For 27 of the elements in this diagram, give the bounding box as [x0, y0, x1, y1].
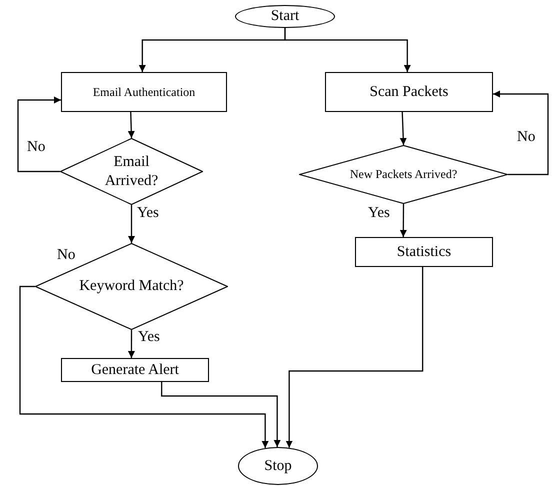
process-box: [61, 358, 209, 382]
process-label: Email Authentication: [92, 84, 196, 100]
arrow: [400, 112, 407, 146]
process-label: Statistics: [396, 242, 452, 262]
decision-diamond: [35, 243, 228, 330]
arrow: [128, 205, 135, 243]
process-label: Scan Packets: [370, 82, 448, 102]
arrow: [17, 96, 61, 172]
decision-label: Keyword Match?: [79, 277, 184, 296]
process-box: [61, 72, 227, 112]
arrow: [400, 204, 407, 237]
process-box: [325, 72, 493, 112]
terminal-label: Start: [270, 7, 300, 26]
decision-label: New Packets Arrived?: [350, 167, 458, 182]
process-box: [355, 237, 493, 267]
arrow: [493, 90, 549, 176]
arrow: [284, 28, 411, 72]
arrow: [128, 330, 135, 358]
arrow: [128, 112, 135, 138]
decision-label: Email Arrived?: [104, 152, 160, 190]
decision-diamond: [299, 145, 508, 204]
decision-diamond: [60, 138, 203, 205]
arrow: [19, 286, 269, 448]
arrow: [161, 382, 281, 447]
process-label: Generate Alert: [91, 360, 179, 380]
terminal-label: Stop: [264, 456, 292, 476]
arrow: [286, 267, 424, 448]
